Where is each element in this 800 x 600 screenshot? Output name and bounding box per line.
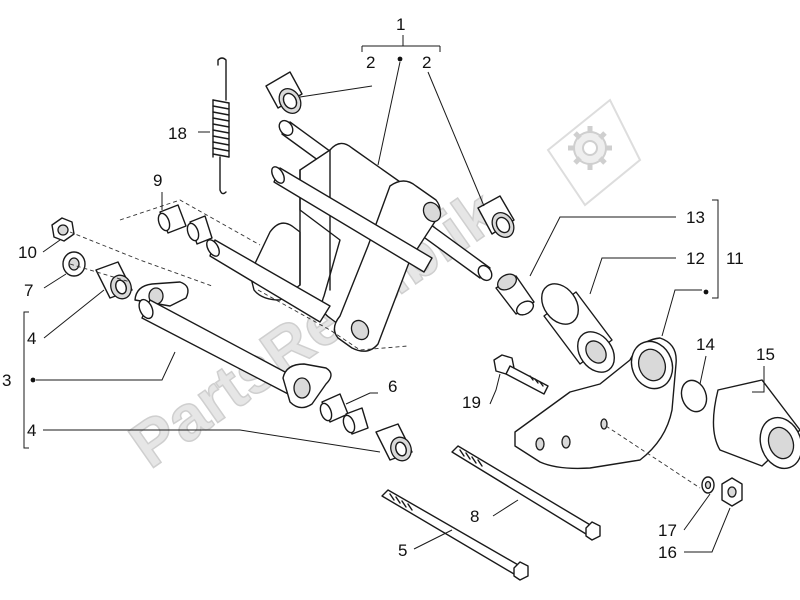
label-3: 3	[2, 371, 11, 390]
callout-labels: 1 2 2 18 9 10 7 4 3 4 6 13 12 11 14 15 1…	[2, 15, 775, 562]
silent-block-part-12	[541, 283, 615, 373]
label-6: 6	[388, 377, 397, 396]
label-12: 12	[686, 249, 705, 268]
bushing-part-2-right	[477, 195, 515, 238]
label-8: 8	[470, 507, 479, 526]
nut-part-16	[721, 477, 743, 507]
watermark-frame	[546, 98, 642, 207]
label-13: 13	[686, 208, 705, 227]
label-1: 1	[396, 15, 405, 34]
pin-part-9	[119, 199, 261, 246]
label-5: 5	[398, 541, 407, 560]
label-16: 16	[658, 543, 677, 562]
label-4-upper: 4	[27, 329, 36, 348]
bracket-part-11	[514, 337, 701, 489]
swing-arm-frame-part-1	[206, 142, 442, 352]
circlip-part-14	[680, 379, 708, 413]
lower-arm-part-3	[69, 231, 332, 409]
label-15: 15	[756, 345, 775, 364]
bushing-part-2-upper	[265, 71, 303, 114]
label-7: 7	[24, 281, 33, 300]
bolt-part-19	[493, 354, 549, 395]
label-19: 19	[462, 393, 481, 412]
washer-part-17	[701, 476, 715, 494]
bushing-part-13	[495, 273, 535, 316]
label-4-lower: 4	[27, 421, 36, 440]
nut-part-10	[51, 217, 75, 242]
bushing-part-4-lower	[375, 423, 413, 462]
label-14: 14	[696, 335, 715, 354]
label-17: 17	[658, 521, 677, 540]
cylinder-part-15	[712, 379, 800, 470]
label-18: 18	[168, 124, 187, 143]
pin-part-6	[319, 393, 369, 435]
label-10: 10	[18, 243, 37, 262]
label-2-left: 2	[366, 53, 375, 72]
label-11: 11	[726, 249, 744, 268]
washer-part-7	[62, 251, 86, 277]
gear-icon	[568, 126, 612, 170]
bolt-part-8	[451, 445, 601, 541]
label-9: 9	[153, 171, 162, 190]
leader-lines	[23, 35, 765, 553]
label-2-right: 2	[422, 53, 431, 72]
bolt-part-5	[381, 489, 529, 581]
bushing-part-4-upper	[95, 261, 133, 300]
spring-part-18	[212, 57, 230, 195]
